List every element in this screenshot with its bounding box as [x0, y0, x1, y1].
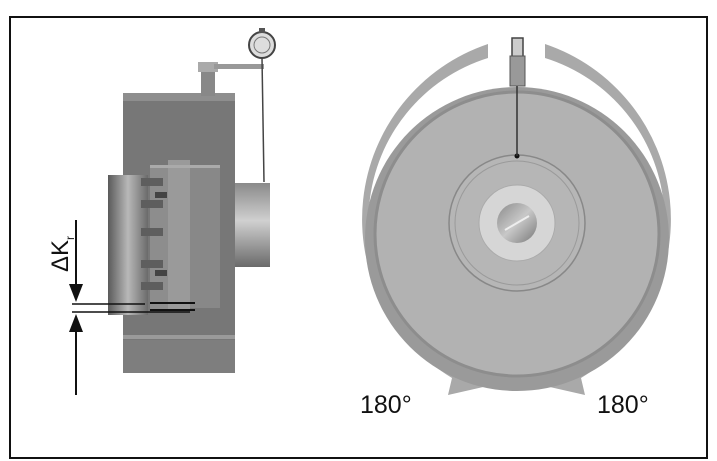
indicator-clamp	[511, 37, 524, 59]
rotation-right-label: 180°	[597, 391, 649, 419]
flange-mid	[168, 160, 190, 310]
indicator-arm	[214, 64, 264, 69]
rotation-left-label: 180°	[360, 391, 412, 419]
indicator-stem	[261, 57, 265, 183]
delta-kr-label: ΔKr	[47, 236, 77, 272]
coupling-side-view	[108, 28, 276, 373]
left-hub	[108, 175, 148, 315]
front-view	[362, 37, 671, 395]
dial-gauge-icon	[248, 31, 276, 59]
indicator-post	[201, 70, 215, 96]
bolts	[141, 178, 167, 290]
flange-right	[190, 168, 220, 308]
figure-frame	[9, 16, 708, 459]
delta-kr-dimension: ΔKr	[47, 220, 190, 395]
